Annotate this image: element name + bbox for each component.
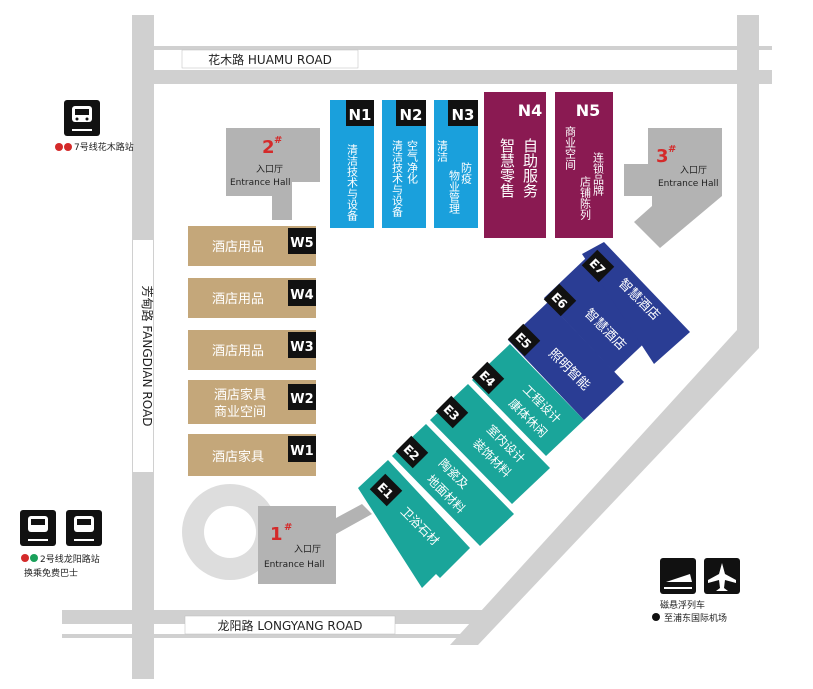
entrance-3-number: 3	[656, 146, 669, 167]
entrance-hall-1[interactable]: 1 # 入口厅 Entrance Hall	[182, 484, 372, 584]
entrance-1-number: 1	[270, 524, 283, 545]
entrance-3-cn: 入口厅	[680, 165, 707, 176]
hall-w5[interactable]: W5 酒店用品	[188, 226, 316, 266]
metro-7-label: 7号线花木路站	[74, 141, 134, 153]
entrance-2-en: Entrance Hall	[230, 178, 290, 188]
hall-w2-code: W2	[290, 392, 313, 407]
hall-n1[interactable]: N1 清洁技术与设备	[330, 100, 374, 228]
hall-n4-line-2: 智慧零售	[498, 137, 516, 198]
hall-n2-line-1: 空气净化	[406, 139, 419, 185]
hall-e3[interactable]: E3 室内设计 装饰材料	[430, 384, 550, 504]
hall-n5-line-1: 连锁品牌	[592, 152, 605, 197]
west-road-label: 芳甸路 FANGDIAN ROAD	[140, 286, 155, 427]
entrance-hall-3[interactable]: 3 # 入口厅 Entrance Hall	[624, 128, 722, 248]
hall-n3[interactable]: N3 防疫 物业管理 清洁	[434, 100, 478, 228]
hall-w2[interactable]: W2 酒店家具 商业空间	[188, 380, 316, 424]
east-road	[737, 15, 759, 341]
hall-w3-code: W3	[290, 340, 313, 355]
hall-n2-code: N2	[400, 106, 423, 124]
hall-w3[interactable]: W3 酒店用品	[188, 330, 316, 370]
entrance-1-en: Entrance Hall	[264, 560, 324, 570]
entrance-3-sup: #	[668, 144, 676, 155]
hall-n1-line-1: 清洁技术与设备	[346, 144, 359, 222]
hall-n2[interactable]: N2 空气净化 清洁技术与设备	[382, 100, 426, 228]
airport-label: 至浦东国际机场	[664, 612, 727, 624]
entrance-hall-2[interactable]: 2 # 入口厅 Entrance Hall	[226, 128, 320, 220]
hall-w2-line-2: 商业空间	[214, 405, 266, 420]
hall-n5[interactable]: N5 连锁品牌 店铺陈列 商业空间	[555, 92, 613, 238]
hall-n3-line-2: 物业管理	[448, 169, 461, 214]
hall-n4-line-1: 自助服务	[521, 138, 539, 199]
entrance-3-en: Entrance Hall	[658, 179, 718, 189]
south-road-label: 龙阳路 LONGYANG ROAD	[218, 618, 363, 633]
north-road-upper	[132, 70, 772, 84]
hall-n3-code: N3	[452, 106, 475, 124]
hall-w4-code: W4	[290, 288, 313, 303]
hall-w5-code: W5	[290, 236, 313, 251]
hall-w1[interactable]: W1 酒店家具	[188, 434, 316, 476]
hall-w1-code: W1	[290, 444, 313, 459]
hall-w4-line-1: 酒店用品	[212, 292, 264, 307]
shuttle-label: 换乘免费巴士	[24, 567, 78, 579]
hall-n5-line-2: 店铺陈列	[579, 175, 592, 221]
metro-line-2[interactable]: 2号线龙阳路站 换乘免费巴士	[20, 510, 102, 579]
hall-n4-code: N4	[518, 101, 543, 120]
north-road-label: 花木路 HUAMU ROAD	[208, 52, 332, 67]
entrance-1-cn: 入口厅	[294, 544, 321, 555]
maglev-label: 磁悬浮列车	[660, 599, 705, 611]
hall-n3-line-1: 防疫	[460, 161, 473, 185]
entrance-2-sup: #	[274, 135, 282, 146]
hall-n5-line-3: 商业空间	[564, 125, 577, 171]
hall-n1-code: N1	[349, 106, 372, 124]
hall-e2[interactable]: E2 陶瓷及 地面材料	[392, 424, 514, 546]
hall-n2-line-2: 清洁技术与设备	[391, 140, 404, 218]
hall-n3-line-3: 清洁	[436, 140, 449, 163]
maglev-airport[interactable]: 磁悬浮列车 至浦东国际机场	[652, 558, 740, 624]
hall-e7[interactable]: E7 智慧酒店	[581, 242, 690, 364]
hall-n4[interactable]: N4 自助服务 智慧零售	[484, 92, 546, 238]
diagonal-road	[450, 330, 759, 645]
hall-w4[interactable]: W4 酒店用品	[188, 278, 316, 318]
hall-w3-line-1: 酒店用品	[212, 344, 264, 359]
hall-e1[interactable]: E1 卫浴石材	[358, 460, 470, 588]
entrance-2-cn: 入口厅	[256, 164, 283, 175]
maglev-train-icon	[660, 558, 696, 594]
arrow-circle-icon	[652, 613, 660, 621]
hall-e5[interactable]: E5 照明智能	[507, 302, 624, 420]
metro-2-label: 2号线龙阳路站	[40, 553, 100, 565]
metro-logo-icon-2	[21, 554, 29, 562]
hall-w2-line-1: 酒店家具	[214, 387, 266, 403]
entrance-1-sup: #	[284, 522, 292, 533]
metro-line-7[interactable]: 7号线花木路站	[55, 100, 134, 153]
metro-logo-icon	[55, 143, 63, 151]
hall-w5-line-1: 酒店用品	[212, 240, 264, 255]
entrance-2-number: 2	[262, 137, 275, 158]
hall-w1-line-1: 酒店家具	[212, 449, 264, 465]
hall-n5-code: N5	[576, 101, 601, 120]
